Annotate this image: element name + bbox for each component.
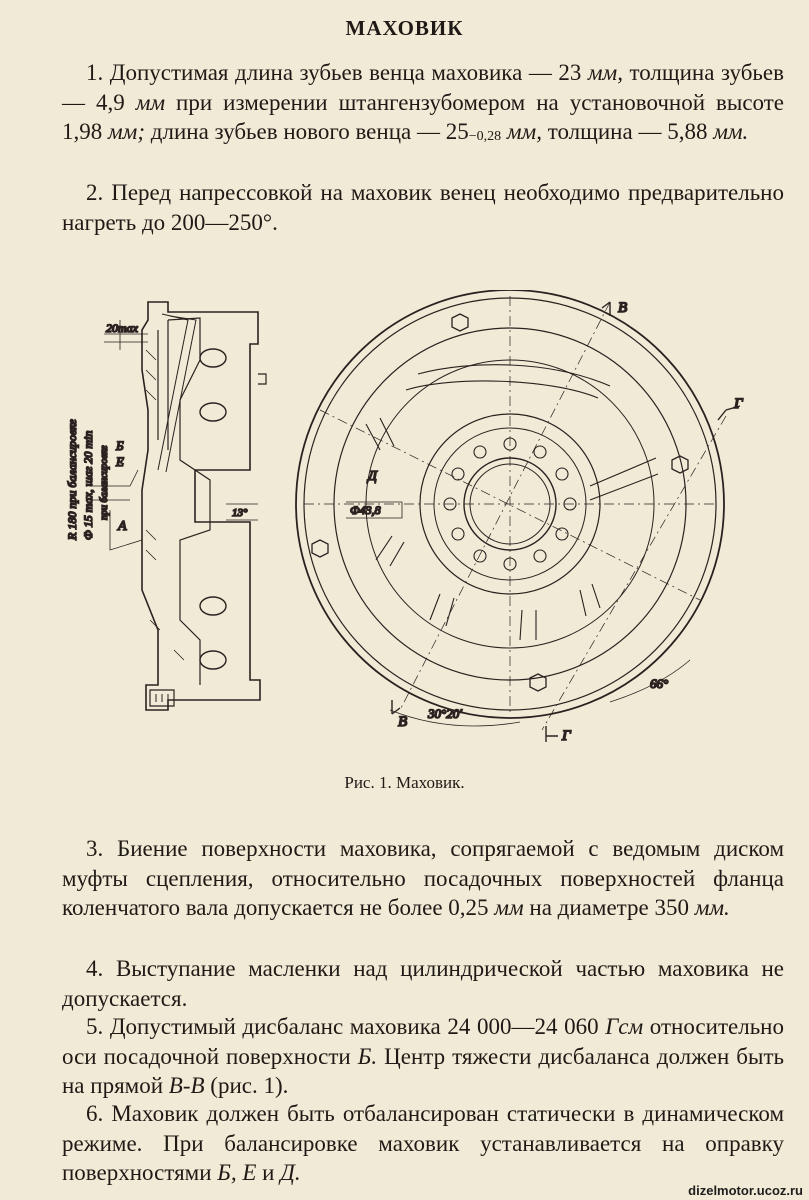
front-view (295, 290, 741, 742)
flywheel-drawing: 20max R 180 при балансировке Ф 15 max, ш… (50, 290, 770, 760)
document-title: МАХОВИК (345, 16, 464, 40)
site-watermark: dizelmotor.ucoz.ru (688, 1183, 803, 1198)
paragraph-1: 1. Допустимая длина зубьев венца маховик… (62, 60, 784, 144)
angle-13-label: 13° (232, 507, 248, 519)
tolerance-subscript: −0,28 (468, 129, 502, 144)
label-E: Е (115, 454, 124, 469)
cross-section (90, 301, 267, 711)
figure-caption: Рис. 1. Маховик. (344, 773, 465, 792)
hole-note-2: при балансировке (99, 445, 110, 520)
label-G-top: Г (733, 396, 744, 412)
label-D: Д (366, 469, 378, 484)
radius-note: R 180 при балансировке (65, 418, 79, 541)
dim-phi-label: Ф43,8 (350, 503, 381, 517)
paragraph-2: 2. Перед напрессовкой на маховик венец н… (62, 180, 784, 235)
label-G-bottom: Г (561, 728, 572, 744)
flywheel-svg: 20max R 180 при балансировке Ф 15 max, ш… (64, 290, 745, 745)
paragraph-4: 4. Выступание масленки над цилиндрическо… (62, 956, 784, 1011)
angle-66-label: 66° (650, 676, 668, 691)
paragraph-6: 6. Маховик должен быть отбалансирован ст… (62, 1101, 784, 1185)
hole-note: Ф 15 max, шаг 20 min (81, 431, 95, 540)
label-V-top: В (618, 300, 627, 316)
paragraph-3: 3. Биение поверхности маховика, сопрягае… (62, 836, 784, 920)
paragraph-5: 5. Допустимый дисбаланс маховика 24 000—… (62, 1014, 784, 1098)
label-A: А (117, 519, 127, 534)
label-V-bottom: В (398, 714, 407, 730)
label-B: Б (115, 438, 124, 453)
angle-30-20-label: 30°20' (427, 706, 462, 721)
dim-20-label: 20max (106, 321, 139, 335)
